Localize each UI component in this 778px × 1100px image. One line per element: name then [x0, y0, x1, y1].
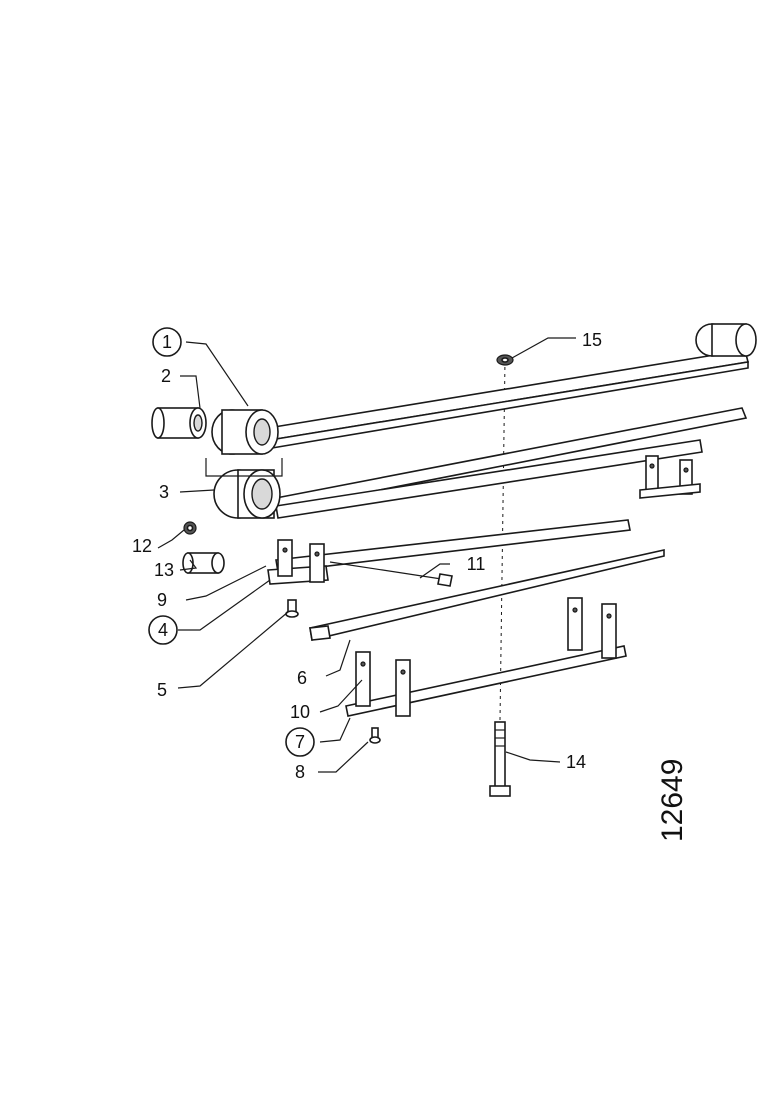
- leader-lines: [157, 337, 576, 773]
- callout-15-label: 15: [582, 330, 602, 350]
- center-bolt-part-14: [489, 721, 511, 797]
- bushing-part-2: [151, 407, 207, 439]
- callout-1: 1: [152, 327, 182, 357]
- callout-7-label: 7: [295, 732, 305, 752]
- callout-5-label: 5: [157, 680, 167, 700]
- nut-part-12: [183, 521, 197, 535]
- sleeve-part-13: [182, 552, 225, 574]
- main-leaf-part-1: [211, 323, 757, 455]
- callout-13-label: 13: [154, 560, 174, 580]
- lower-leaf-part-6: [309, 549, 665, 641]
- callout-8-label: 8: [295, 762, 305, 782]
- callout-2-label: 2: [161, 366, 171, 386]
- clamp-plate-part-4: [267, 519, 631, 585]
- eye-bracket: [205, 458, 283, 477]
- callout-9-label: 9: [157, 590, 167, 610]
- callout-3-label: 3: [159, 482, 169, 502]
- lower-clamp-part-7: [345, 597, 627, 717]
- drawing-number: 12649: [656, 759, 689, 842]
- center-nut-part-15: [496, 354, 514, 366]
- screw-part-8: [369, 727, 381, 744]
- callout-14-label: 14: [566, 752, 586, 772]
- screw-part-5: [285, 599, 299, 618]
- callout-10-label: 10: [290, 702, 310, 722]
- bolt-part-11: [329, 561, 453, 587]
- callout-6-label: 6: [297, 668, 307, 688]
- wrapped-leaf-part-3: [213, 439, 703, 519]
- callout-4: 4: [148, 615, 178, 645]
- callout-4-label: 4: [158, 620, 168, 640]
- callout-12-label: 12: [132, 536, 152, 556]
- callout-11-label: 11: [467, 554, 486, 574]
- callout-1-label: 1: [162, 332, 172, 352]
- callout-7: 7: [285, 727, 315, 757]
